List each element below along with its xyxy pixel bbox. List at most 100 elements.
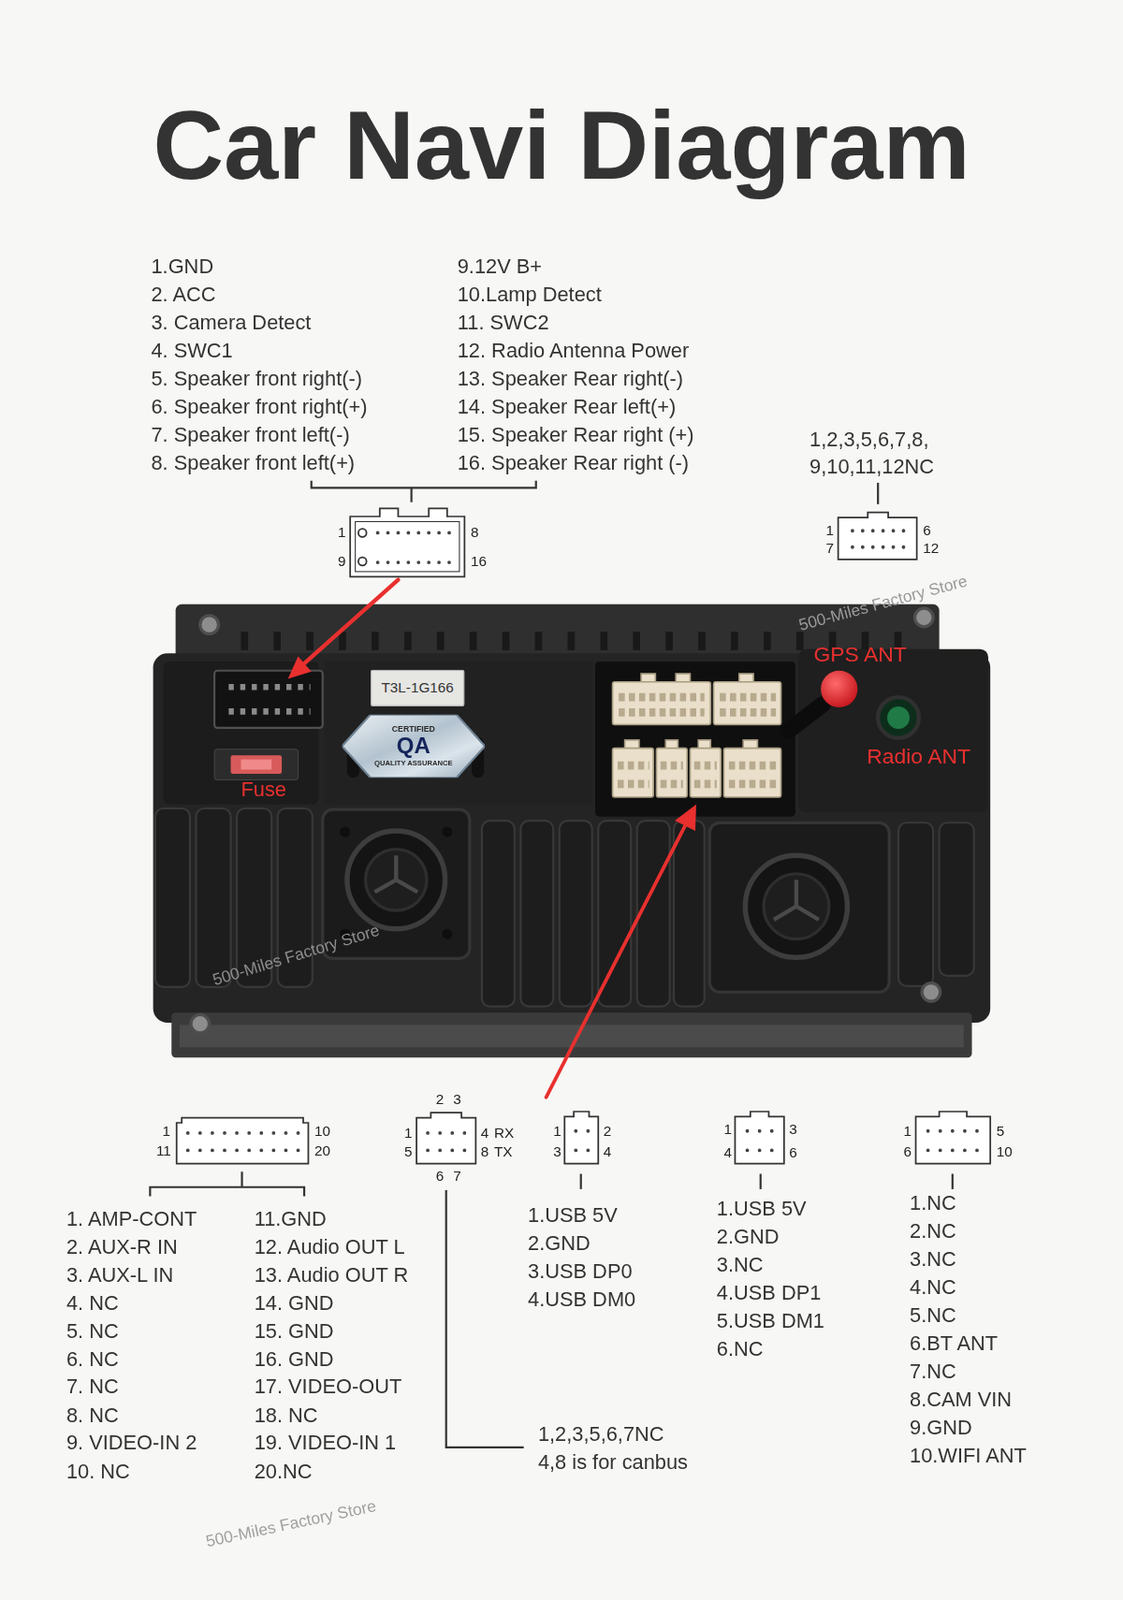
harness-socket — [723, 748, 781, 798]
heat-sink-fin — [939, 822, 975, 977]
fuse — [240, 759, 272, 771]
cooling-fan — [441, 929, 453, 940]
pin-function: 1.GND — [150, 254, 214, 279]
connector-outline — [734, 1111, 784, 1165]
harness-socket — [618, 708, 705, 717]
pin-function: 2.GND — [527, 1230, 591, 1255]
pin-function: 8. NC — [66, 1402, 119, 1428]
connector-outline — [358, 528, 367, 538]
pin-number: 3 — [788, 1120, 798, 1138]
connector-pin — [575, 1149, 589, 1153]
pin-number: 1 — [553, 1122, 562, 1140]
pointer-arrow — [546, 826, 686, 1098]
pin-number: 1 — [903, 1122, 912, 1140]
pin-function: 3. Camera Detect — [150, 310, 311, 336]
antenna-socket — [877, 697, 919, 739]
harness-socket — [617, 697, 776, 785]
pin-number: 4 — [481, 1124, 490, 1143]
connector-pin — [378, 531, 451, 536]
cooling-fan — [374, 855, 418, 892]
pin-function: 3. AUX-L IN — [66, 1262, 174, 1287]
connector-outline — [838, 512, 918, 560]
pointer-arrow — [288, 656, 312, 679]
harness-socket — [617, 779, 650, 788]
heat-sink-fin — [155, 808, 975, 1007]
cooling-fan — [441, 827, 453, 838]
pin-number: 1 — [337, 523, 347, 541]
pin-function: 15. GND — [254, 1318, 335, 1343]
connector-pin — [747, 1129, 773, 1134]
pin-function: 8. Speaker front left(+) — [150, 450, 355, 475]
heat-sink-fin — [520, 820, 554, 1007]
pin-function: 16. GND — [254, 1346, 335, 1371]
fuse — [214, 749, 298, 781]
harness-socket — [612, 673, 782, 798]
pin-function: 5.NC — [909, 1302, 957, 1328]
connector-outline — [358, 557, 367, 567]
heat-sink-fin — [559, 820, 593, 1007]
pin-function: 13. Speaker Rear right(-) — [457, 365, 684, 391]
pin-function: 3.USB DP0 — [527, 1258, 633, 1284]
note: 4,8 is for canbus — [538, 1449, 688, 1474]
harness-socket — [618, 693, 705, 702]
node-text: QUALITY ASSURANCE — [374, 758, 453, 767]
leader-line — [446, 1190, 525, 1448]
pin-function: 7. NC — [66, 1374, 119, 1400]
bracket-line — [410, 487, 413, 502]
heat-sink-fin — [898, 822, 934, 987]
pin-function: 5. NC — [66, 1318, 119, 1343]
qa-badge: CERTIFIEDQAQUALITY ASSURANCE — [341, 714, 485, 779]
harness-socket — [689, 748, 721, 798]
harness-socket — [729, 779, 776, 788]
pin-function: 5.USB DM1 — [716, 1308, 825, 1333]
connector-outline — [176, 1118, 309, 1165]
cooling-fan — [763, 874, 830, 940]
connector-pin — [378, 560, 451, 565]
pin-number: 4 — [723, 1143, 732, 1162]
pin-function: 3.NC — [716, 1252, 764, 1277]
bracket-line — [311, 481, 537, 489]
pointer-arrow — [674, 804, 697, 832]
cooling-fan — [709, 822, 890, 992]
pin-function: 16. Speaker Rear right (-) — [457, 450, 689, 475]
pin-function: 9. VIDEO-IN 2 — [66, 1430, 197, 1456]
screw — [921, 983, 941, 1003]
pin-number: 6 — [922, 521, 932, 540]
heat-sink-fin — [481, 820, 515, 1007]
head-unit-photo — [324, 661, 593, 805]
note: 1,2,3,5,6,7,8, 9,10,11,12NC — [809, 424, 974, 481]
antenna-socket — [787, 704, 823, 731]
screw — [200, 615, 219, 635]
bracket-line — [759, 1174, 762, 1190]
badge-outline — [341, 714, 485, 779]
connector-outline — [350, 508, 465, 577]
pin-function: 2.NC — [909, 1218, 957, 1243]
pin-number: 9 — [337, 553, 347, 571]
pin-function: 10.WIFI ANT — [909, 1443, 1027, 1468]
pin-function: 12. Audio OUT L — [254, 1234, 406, 1259]
head-unit-photo — [153, 604, 992, 1023]
bracket-line — [580, 1174, 583, 1190]
signal-name: RX — [494, 1124, 514, 1143]
cooling-fan — [347, 831, 446, 930]
harness-socket — [612, 748, 655, 798]
bracket-line — [951, 1174, 954, 1190]
antenna-label: Radio ANT — [866, 743, 971, 769]
antenna-socket — [787, 649, 989, 814]
pin-number: 7 — [826, 539, 835, 558]
pin-number: 11 — [156, 1141, 172, 1160]
pin-number: 5 — [996, 1122, 1006, 1140]
connector-pin — [427, 1131, 466, 1136]
pin-number: 3 — [452, 1091, 462, 1109]
bracket-line — [876, 482, 879, 505]
antenna-socket — [798, 649, 989, 814]
node-text: QA — [396, 734, 431, 759]
connector-pin — [575, 1129, 589, 1134]
antenna-socket — [887, 706, 910, 730]
pin-number: 1 — [161, 1122, 171, 1140]
pin-number: 2 — [603, 1122, 613, 1140]
connector-outline — [176, 508, 991, 1164]
connector-pin — [427, 1149, 466, 1153]
pin-number: 20 — [314, 1141, 331, 1160]
connector-pin — [747, 1149, 773, 1153]
